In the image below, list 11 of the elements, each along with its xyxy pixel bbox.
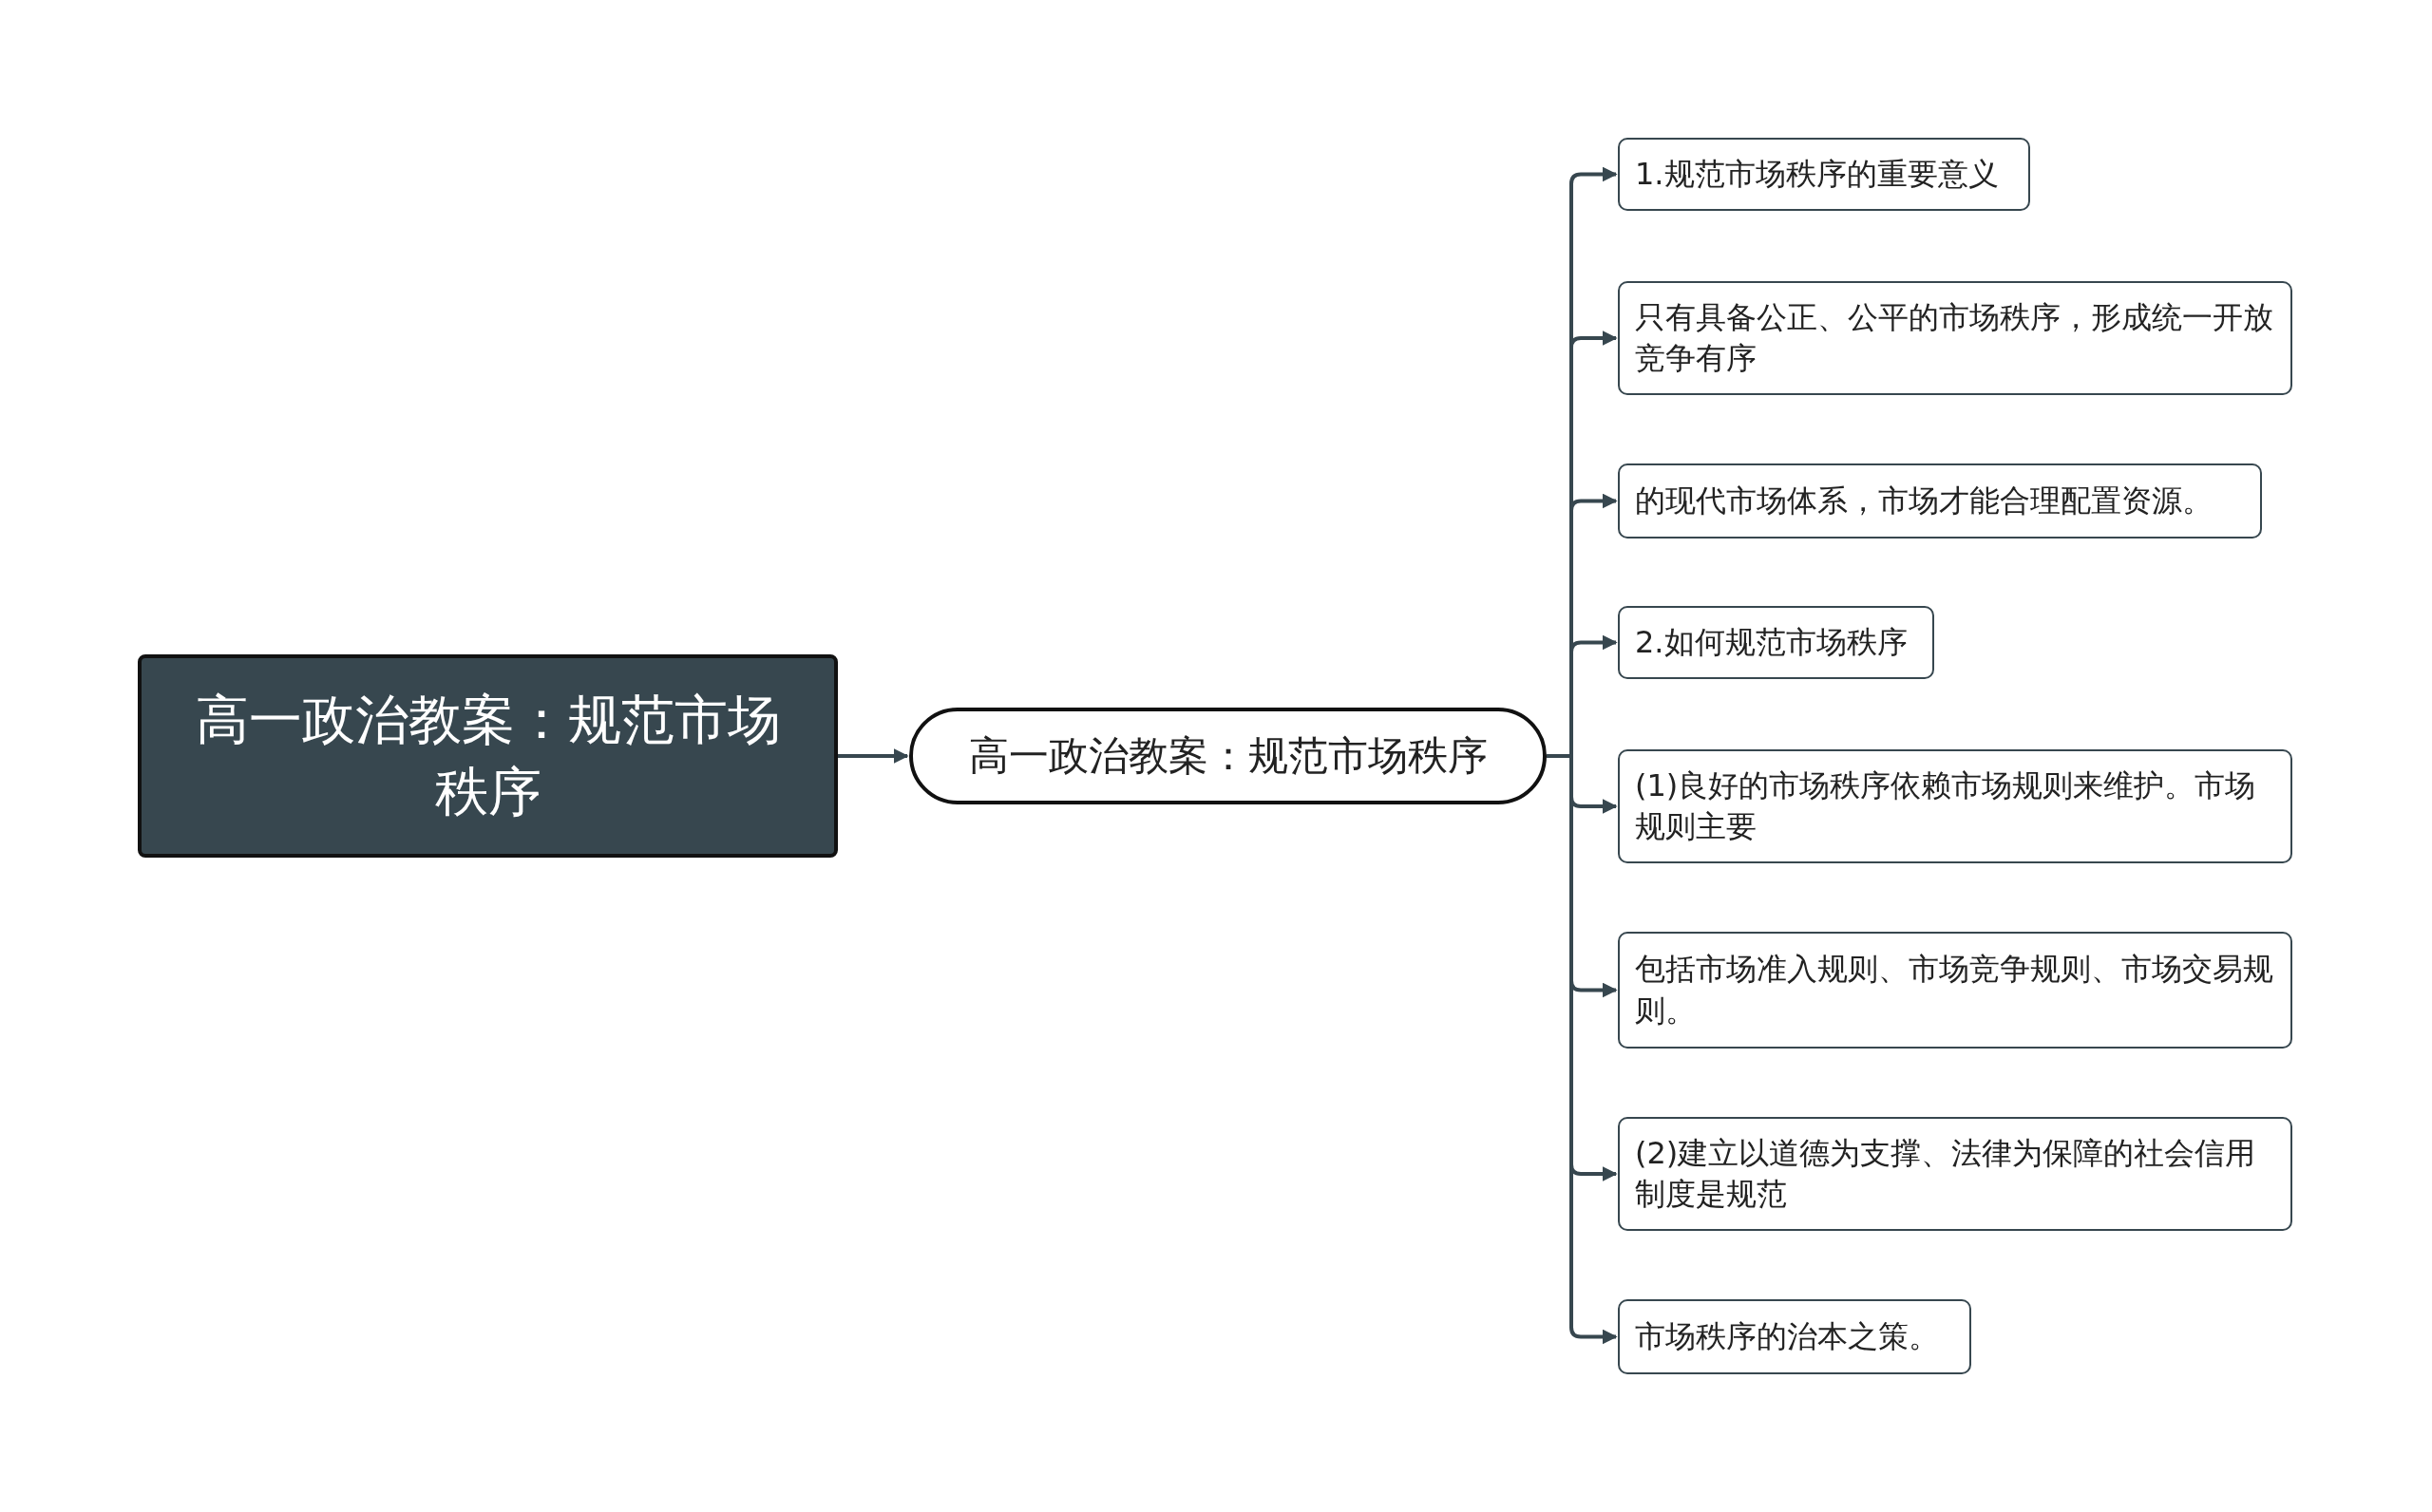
subtopic-box: 1.规范市场秩序的重要意义 <box>1618 138 2030 211</box>
subtopic-box: 2.如何规范市场秩序 <box>1618 606 1934 679</box>
subtopic-box: 包括市场准入规则、市场竞争规则、市场交易规则。 <box>1618 932 2292 1049</box>
topic-box: 高一政治教案：规范市场秩序 <box>909 708 1547 804</box>
subtopic-box: 只有具备公正、公平的市场秩序，形成统一开放竞争有序 <box>1618 281 2292 395</box>
subtopic-box: (1)良好的市场秩序依赖市场规则来维护。市场规则主要 <box>1618 749 2292 863</box>
root-topic-box: 高一政治教案：规范市场秩序 <box>138 654 838 858</box>
arrow <box>838 748 909 764</box>
subtopic-box: (2)建立以道德为支撑、法律为保障的社会信用制度是规范 <box>1618 1117 2292 1231</box>
subtopic-box: 的现代市场体系，市场才能合理配置资源。 <box>1618 463 2262 539</box>
subtopic-box: 市场秩序的治本之策。 <box>1618 1299 1971 1374</box>
